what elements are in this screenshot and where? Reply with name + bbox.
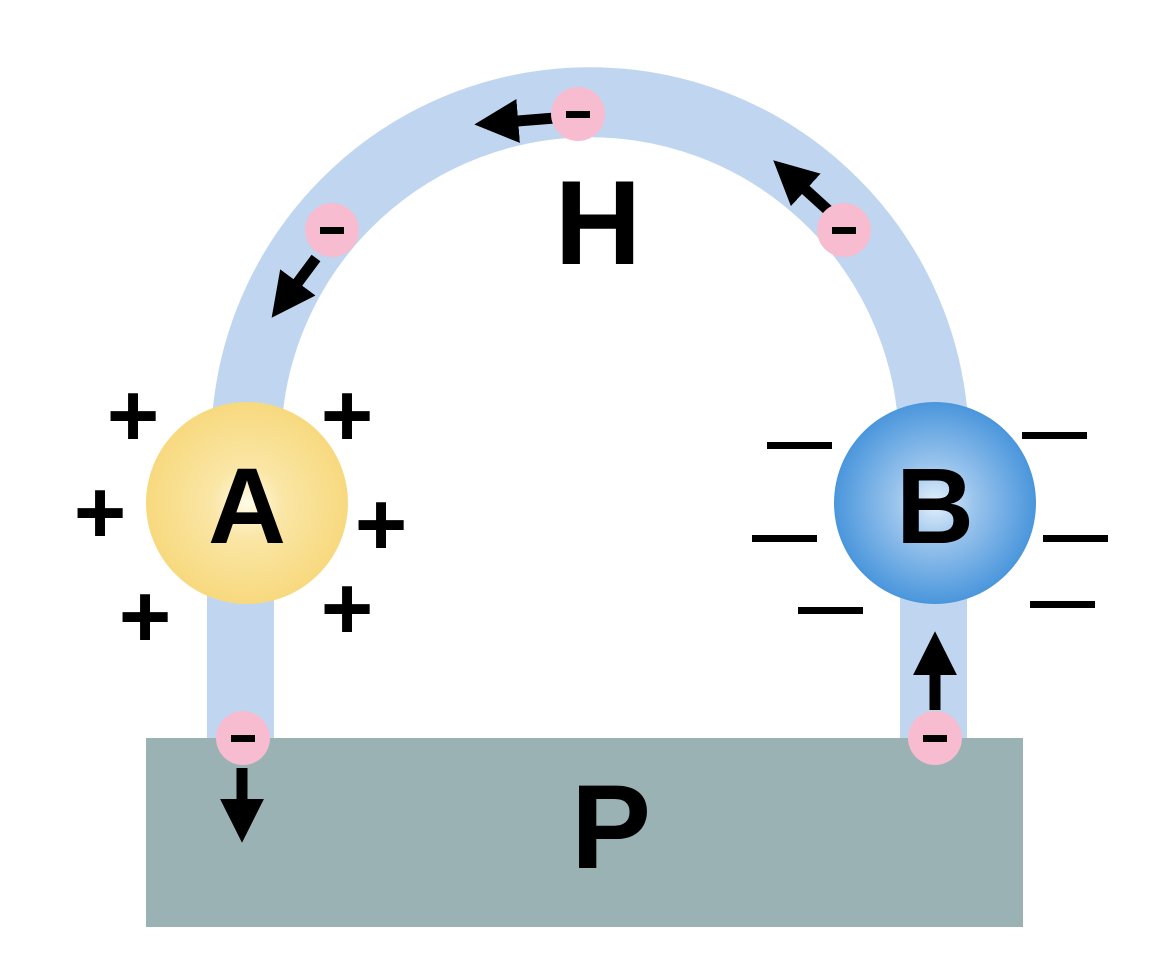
- negative-charge: [1022, 432, 1087, 439]
- electron-icon: [817, 203, 871, 257]
- arrow-icon: [773, 160, 834, 217]
- positive-charges: + + + + + +: [74, 366, 408, 667]
- electron-icon: [908, 711, 962, 765]
- electrons: [216, 87, 962, 765]
- positive-charge: +: [74, 463, 127, 563]
- electron-icon: [305, 203, 359, 257]
- positive-charge: +: [107, 366, 160, 466]
- sphere-a: [146, 402, 348, 604]
- positive-charge: +: [355, 475, 408, 575]
- negative-charge: [767, 442, 832, 449]
- positive-charge: +: [321, 559, 374, 659]
- negative-charge: [798, 607, 863, 614]
- electron-icon: [551, 87, 605, 141]
- positive-charge: +: [321, 366, 374, 466]
- sphere-b: [834, 402, 1036, 604]
- label-b: B: [896, 445, 974, 566]
- positive-charge: +: [119, 567, 172, 667]
- label-a: A: [208, 445, 286, 566]
- plate-p: [146, 738, 1023, 927]
- label-h: H: [555, 156, 642, 290]
- negative-charge: [1043, 535, 1108, 542]
- negative-charges: [752, 432, 1108, 614]
- label-p: P: [571, 760, 651, 894]
- flow-arrows: [220, 99, 957, 843]
- negative-charge: [752, 535, 817, 542]
- arrow-icon: [474, 99, 556, 143]
- electron-icon: [216, 711, 270, 765]
- negative-charge: [1030, 601, 1095, 608]
- arrow-icon: [271, 254, 321, 318]
